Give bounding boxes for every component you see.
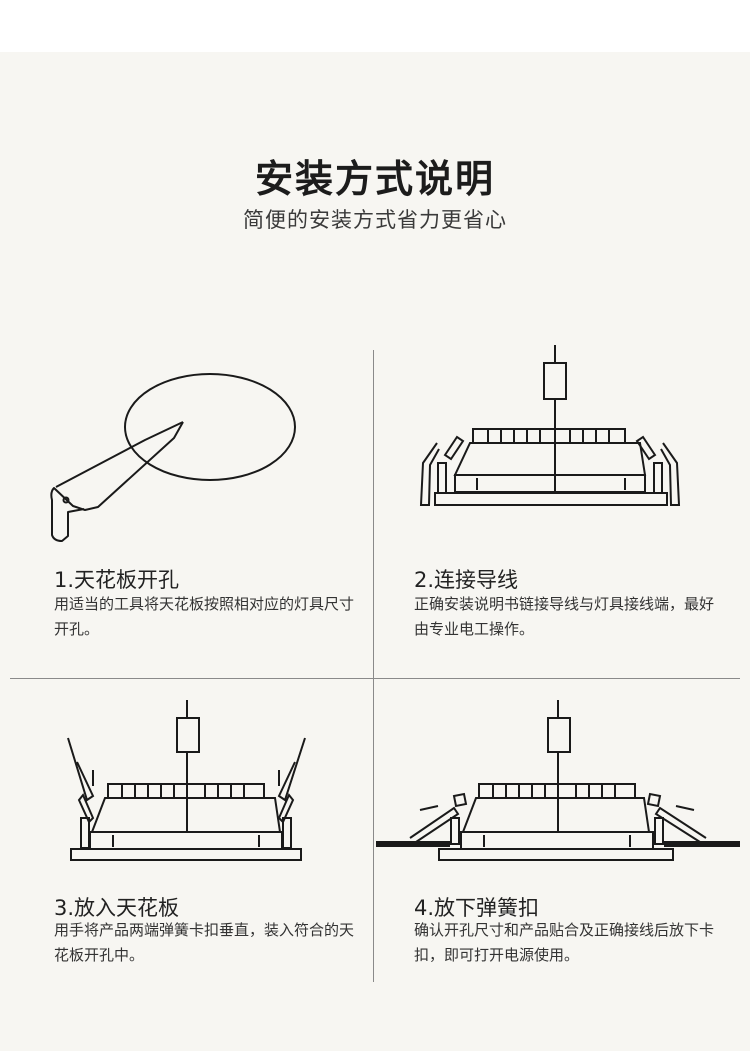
- step-3-title: 3.放入天花板: [54, 896, 180, 920]
- page-subtitle: 简便的安装方式省力更省心: [243, 208, 507, 232]
- saw-cutting-hole-icon: [50, 373, 296, 542]
- step-1-title: 1.天花板开孔: [54, 568, 180, 592]
- connect-wires-icon: [419, 345, 681, 506]
- step-1-desc: 用适当的工具将天花板按照相对应的灯具尺寸开孔。: [54, 595, 355, 638]
- insert-into-ceiling-icon: [67, 700, 306, 861]
- step-3-desc: 用手将产品两端弹簧卡扣垂直，装入符合的天花板开孔中。: [54, 921, 355, 964]
- page-title: 安装方式说明: [254, 157, 495, 201]
- step-4-desc: 确认开孔尺寸和产品贴合及正确接线后放下卡扣，即可打开电源使用。: [414, 921, 715, 964]
- step-4-title: 4.放下弹簧扣: [414, 896, 540, 920]
- step-2-title: 2.连接导线: [414, 568, 519, 592]
- release-spring-clips-icon: [376, 700, 740, 861]
- divider-vertical-bottom: [373, 679, 374, 982]
- step-2-desc: 正确安装说明书链接导线与灯具接线端，最好由专业电工操作。: [414, 595, 715, 638]
- divider-vertical-top: [373, 350, 374, 678]
- top-band: [0, 0, 750, 52]
- divider-horizontal: [10, 678, 740, 679]
